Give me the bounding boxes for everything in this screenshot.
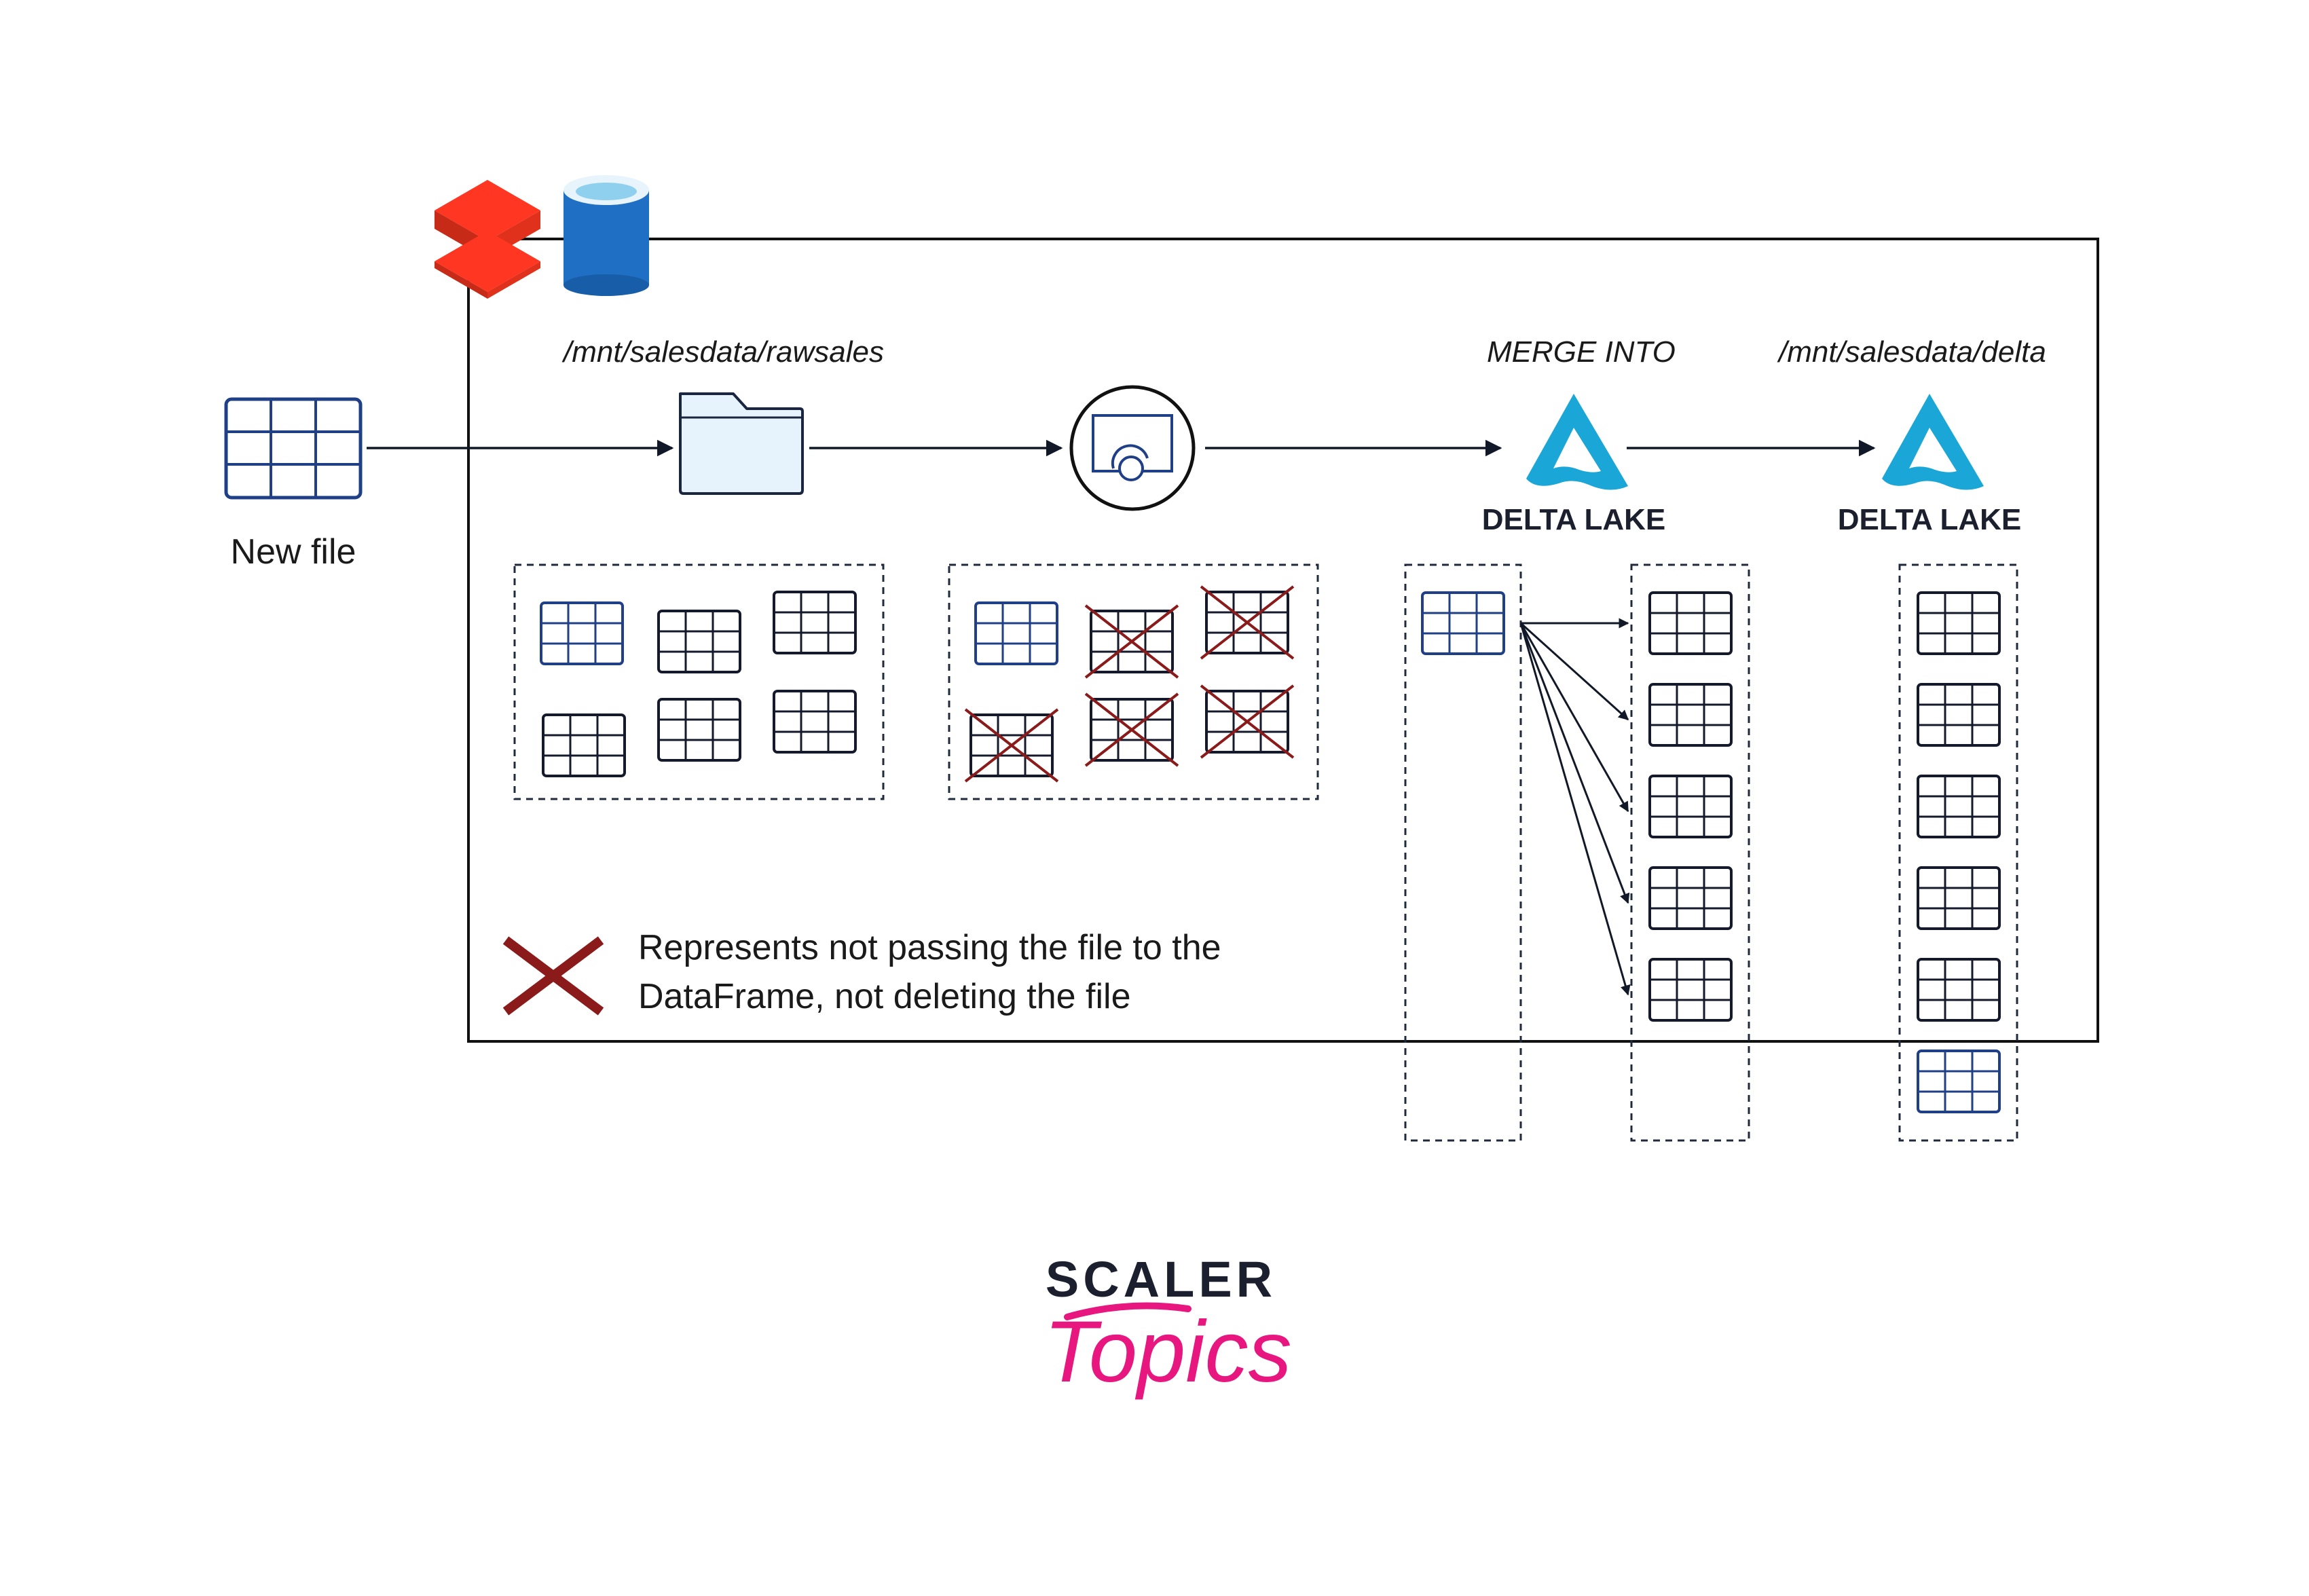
merge-target-group [1630,563,1750,1142]
table-file-icon [1917,591,2001,655]
raw-files-group [513,563,885,800]
legend-text-line2: DataFrame, not deleting the file [638,977,1131,1016]
brand-swash-icon [1064,1302,1192,1320]
new-file-label: New file [231,532,356,572]
table-file-icon-excluded [964,708,1059,783]
table-file-icon [1648,958,1733,1022]
cross-icon [1084,604,1179,679]
azure-storage-cylinder-icon [564,175,649,296]
brand-scaler-text: SCALER [1046,1251,1276,1307]
delta-lake-logo-icon [1526,394,1628,490]
cross-icon [1200,684,1295,759]
table-file-icon [1917,866,2001,930]
table-file-icon-excluded [1084,604,1179,679]
delta-lake-logo-icon [1882,394,1984,490]
table-file-icon [773,690,857,754]
table-file-icon [1917,1050,2001,1113]
table-file-icon [657,610,741,673]
raw-path-label: /mnt/salesdata/rawsales [561,335,884,369]
databricks-logo-icon [435,180,540,299]
delta-lake-label-2: DELTA LAKE [1838,503,2022,536]
table-file-icon [540,601,624,665]
brand-topics-text: Topics [1043,1303,1291,1400]
merge-fanout-arrows [1519,618,1631,996]
legend-cross-icon [502,936,604,1016]
cross-icon [1084,692,1179,767]
table-file-icon [542,713,626,777]
table-file-icon [1917,683,2001,747]
dataframe-files-group [948,563,1319,800]
workspace-frame [467,238,2099,1043]
table-file-icon [1648,775,1733,838]
table-file-icon [1648,866,1733,930]
table-file-icon [974,601,1058,665]
new-file-table-icon [224,397,363,500]
delta-path-label: /mnt/salesdata/delta [1777,335,2046,369]
table-file-icon-excluded [1200,585,1295,660]
table-icons [540,585,2001,1113]
merge-into-label: MERGE INTO [1487,335,1676,369]
folder-icon [679,392,804,495]
table-file-icon-excluded [1084,692,1179,767]
streaming-job-icon [1069,385,1196,511]
table-file-icon [1421,591,1505,655]
delta-output-group [1898,563,2018,1142]
table-file-icon [1648,591,1733,655]
table-file-icon [773,591,857,654]
table-file-icon-excluded [1200,684,1295,759]
legend-text-line1: Represents not passing the file to the [638,928,1221,967]
table-file-icon [1648,683,1733,747]
table-file-icon [657,698,741,762]
merge-source-group [1404,563,1522,1142]
cross-icon [964,708,1059,783]
table-file-icon [1917,958,2001,1022]
table-file-icon [1917,775,2001,838]
cross-icon [1200,585,1295,660]
delta-lake-label-1: DELTA LAKE [1482,503,1666,536]
